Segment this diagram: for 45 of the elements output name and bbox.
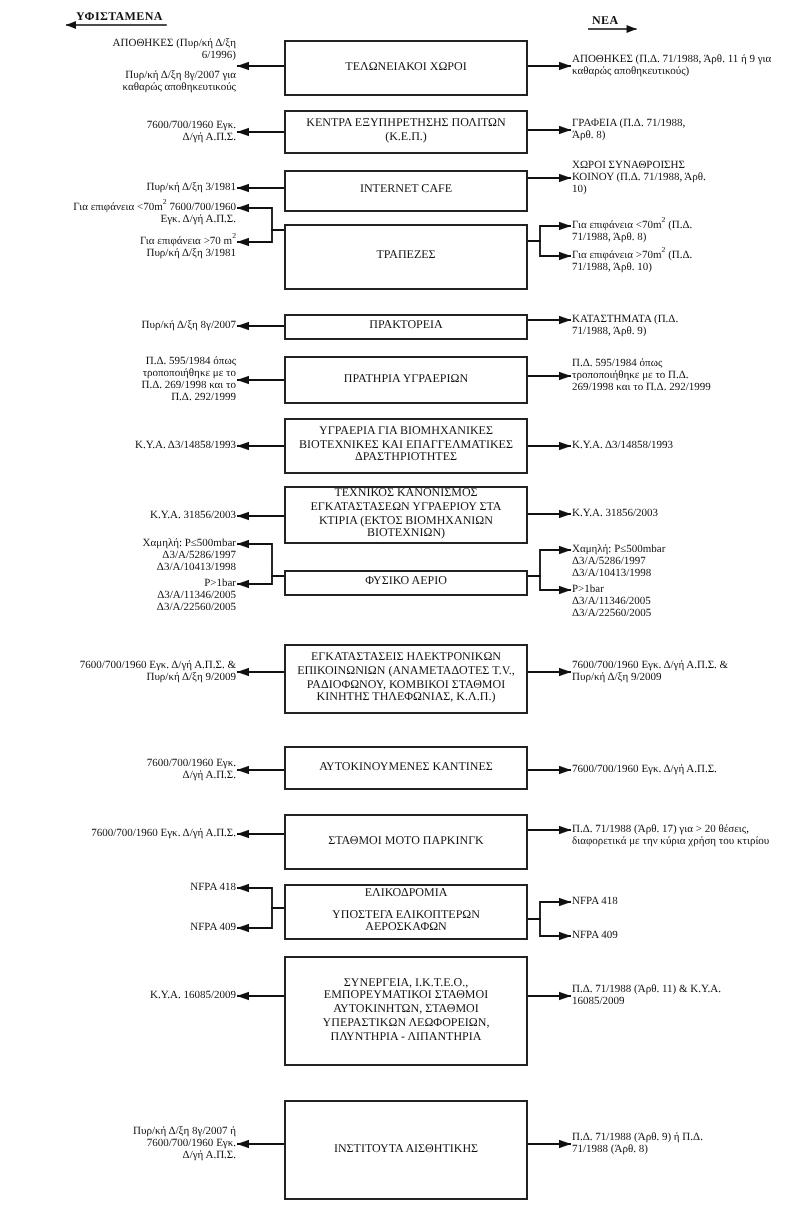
arrow bbox=[236, 829, 285, 839]
category-box bbox=[284, 746, 528, 790]
arrow bbox=[527, 667, 572, 677]
arrow bbox=[527, 61, 572, 71]
arrow bbox=[236, 127, 285, 137]
arrow bbox=[527, 1139, 572, 1149]
category-box bbox=[284, 1100, 528, 1200]
category-box bbox=[284, 570, 528, 596]
arrow bbox=[527, 315, 572, 325]
arrow bbox=[236, 667, 285, 677]
category-box bbox=[284, 418, 528, 474]
arrow bbox=[527, 991, 572, 1001]
arrow bbox=[527, 125, 572, 135]
arrow bbox=[236, 511, 285, 521]
category-box bbox=[284, 814, 528, 870]
arrow bbox=[236, 1139, 285, 1149]
category-box bbox=[284, 884, 528, 940]
arrow bbox=[236, 441, 285, 451]
category-box bbox=[284, 356, 528, 404]
arrow bbox=[527, 575, 572, 595]
arrow bbox=[236, 229, 285, 247]
arrow bbox=[236, 321, 285, 331]
category-box bbox=[284, 170, 528, 212]
arrow bbox=[236, 375, 285, 385]
arrow bbox=[527, 441, 572, 451]
category-box bbox=[284, 314, 528, 340]
category-box bbox=[284, 110, 528, 154]
arrow bbox=[527, 918, 572, 941]
arrow bbox=[527, 173, 572, 183]
arrow bbox=[527, 240, 572, 261]
arrow bbox=[527, 765, 572, 775]
arrow bbox=[527, 825, 572, 835]
arrow bbox=[236, 183, 285, 193]
category-box bbox=[284, 486, 528, 544]
arrow bbox=[527, 509, 572, 519]
arrow bbox=[236, 991, 285, 1001]
category-box bbox=[284, 644, 528, 714]
arrow bbox=[236, 765, 285, 775]
category-box bbox=[284, 224, 528, 290]
arrow bbox=[236, 61, 285, 71]
category-box bbox=[284, 40, 528, 96]
arrow bbox=[236, 907, 285, 933]
arrow bbox=[527, 371, 572, 381]
arrow bbox=[236, 575, 285, 589]
category-box bbox=[284, 956, 528, 1066]
